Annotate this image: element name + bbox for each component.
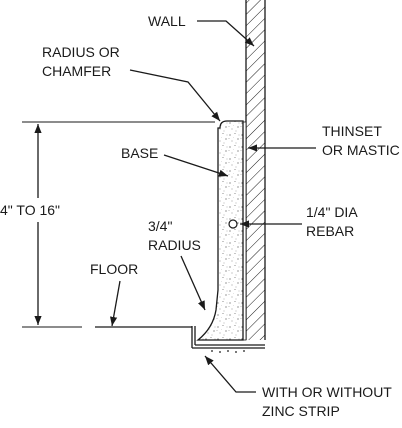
base-leader	[163, 154, 229, 177]
zinc-label: WITH OR WITHOUT	[262, 384, 392, 400]
radius-leader	[180, 255, 206, 311]
floor-label: FLOOR	[90, 261, 138, 277]
radius-chamfer-leader	[129, 69, 221, 122]
radius-label-2: RADIUS	[148, 237, 201, 253]
thinset-label-2: OR MASTIC	[322, 142, 400, 158]
floor-leader	[110, 280, 121, 327]
wall-leader	[197, 20, 255, 47]
radius-label: 3/4"	[148, 218, 172, 234]
base-shape	[196, 120, 244, 341]
zinc-label-2: ZINC STRIP	[262, 403, 340, 419]
wall	[245, 0, 266, 340]
thinset-label: THINSET	[322, 123, 382, 139]
base-label: BASE	[121, 145, 158, 161]
zinc-strip	[191, 326, 265, 353]
radius-chamfer-label-2: CHAMFER	[42, 63, 111, 79]
height-dimension	[22, 121, 215, 328]
height-label: 4" TO 16"	[0, 202, 60, 218]
rebar-circle	[228, 219, 238, 229]
zinc-leader	[204, 355, 256, 393]
wall-label: WALL	[148, 13, 186, 29]
rebar-label: 1/4" DIA	[306, 204, 358, 220]
radius-chamfer-label: RADIUS OR	[42, 44, 120, 60]
rebar-label-2: REBAR	[306, 223, 354, 239]
